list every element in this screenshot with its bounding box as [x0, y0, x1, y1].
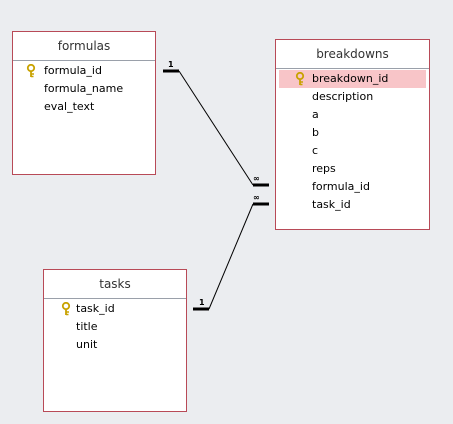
field-label: reps: [312, 162, 336, 175]
field-label: formula_id: [312, 180, 370, 193]
field-unit[interactable]: unit: [44, 336, 186, 354]
field-b[interactable]: b: [279, 124, 426, 142]
field-label: unit: [76, 338, 98, 351]
field-eval-text[interactable]: eval_text: [13, 98, 155, 116]
one-label: 1: [199, 298, 205, 307]
relationship-line: [208, 203, 254, 310]
primary-key-icon: [61, 302, 71, 316]
table-tasks[interactable]: tasks task_id title unit: [43, 269, 187, 412]
field-label: task_id: [76, 302, 115, 315]
field-breakdown-id[interactable]: breakdown_id: [279, 70, 426, 88]
field-label: breakdown_id: [312, 72, 389, 85]
field-list: formula_id formula_name eval_text: [13, 62, 155, 116]
field-label: description: [312, 90, 374, 103]
field-label: b: [312, 126, 319, 139]
field-label: formula_id: [44, 64, 102, 77]
relationship-formulas-breakdowns[interactable]: 1 ∞: [163, 60, 269, 187]
field-a[interactable]: a: [279, 106, 426, 124]
field-task-id[interactable]: task_id: [279, 196, 426, 214]
field-task-id[interactable]: task_id: [44, 300, 186, 318]
table-title[interactable]: breakdowns: [276, 40, 429, 69]
field-label: c: [312, 144, 319, 157]
relationship-tasks-breakdowns[interactable]: 1 ∞: [193, 193, 269, 311]
many-label: ∞: [253, 193, 260, 202]
table-title[interactable]: tasks: [44, 270, 186, 299]
table-formulas[interactable]: formulas formula_id formula_name eval_te…: [12, 31, 156, 175]
field-list: task_id title unit: [44, 300, 186, 354]
many-label: ∞: [253, 174, 260, 183]
table-title[interactable]: formulas: [13, 32, 155, 61]
field-formula-id[interactable]: formula_id: [279, 178, 426, 196]
field-label: a: [312, 108, 319, 121]
one-label: 1: [168, 60, 174, 69]
field-list: breakdown_id description a b c reps form…: [279, 70, 426, 214]
field-label: task_id: [312, 198, 351, 211]
primary-key-icon: [26, 64, 36, 78]
field-label: eval_text: [44, 100, 95, 113]
field-label: title: [76, 320, 98, 333]
field-label: formula_name: [44, 82, 124, 95]
field-formula-name[interactable]: formula_name: [13, 80, 155, 98]
field-description[interactable]: description: [279, 88, 426, 106]
relationship-line: [178, 70, 254, 186]
table-breakdowns[interactable]: breakdowns breakdown_id description a b: [275, 39, 430, 230]
field-reps[interactable]: reps: [279, 160, 426, 178]
field-title[interactable]: title: [44, 318, 186, 336]
field-formula-id[interactable]: formula_id: [13, 62, 155, 80]
primary-key-icon: [295, 72, 305, 86]
field-c[interactable]: c: [279, 142, 426, 160]
